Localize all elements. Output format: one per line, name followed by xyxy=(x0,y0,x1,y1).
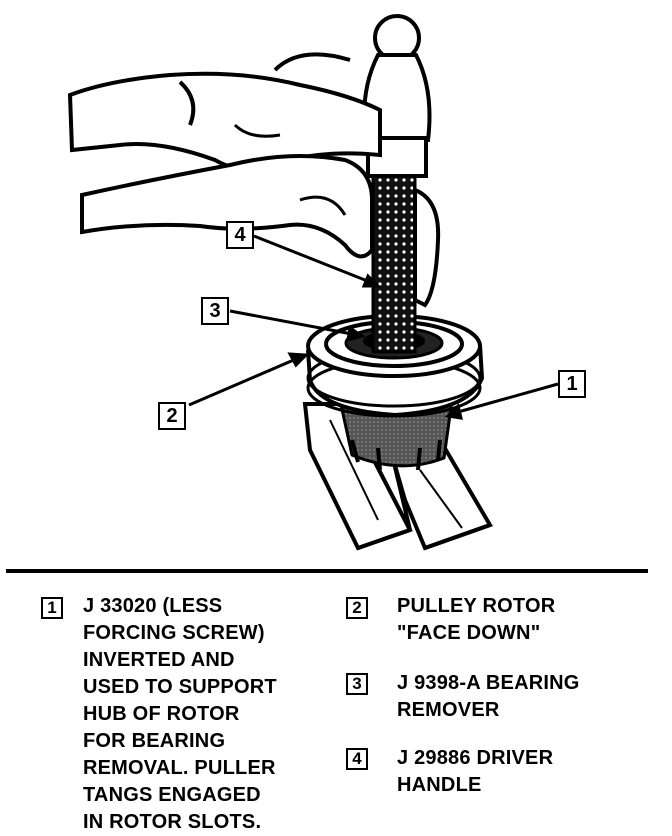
upper-hand xyxy=(67,71,382,172)
legend-number-1: 1 xyxy=(41,597,63,619)
callout-2: 2 xyxy=(158,402,186,430)
bearing-removal-illustration xyxy=(67,14,559,551)
support-tool xyxy=(338,398,454,471)
legend-number-3: 3 xyxy=(346,673,368,695)
legend-number-2: 2 xyxy=(346,597,368,619)
callout-3: 3 xyxy=(201,297,229,325)
legend-text-3: J 9398-A BEARING REMOVER xyxy=(397,672,580,721)
legend-text-4: J 29886 DRIVER HANDLE xyxy=(397,747,554,796)
lower-hand xyxy=(80,154,441,308)
legend-text-2: PULLEY ROTOR "FACE DOWN" xyxy=(397,595,556,644)
leader-lines xyxy=(188,234,559,420)
divider-rule xyxy=(6,569,648,573)
callout-1: 1 xyxy=(558,370,586,398)
legend-text-1: J 33020 (LESS FORCING SCREW) INVERTED AN… xyxy=(83,595,277,833)
legend-number-4: 4 xyxy=(346,748,368,770)
callout-4: 4 xyxy=(226,221,254,249)
hammer xyxy=(273,14,432,178)
driver-handle xyxy=(371,170,417,354)
